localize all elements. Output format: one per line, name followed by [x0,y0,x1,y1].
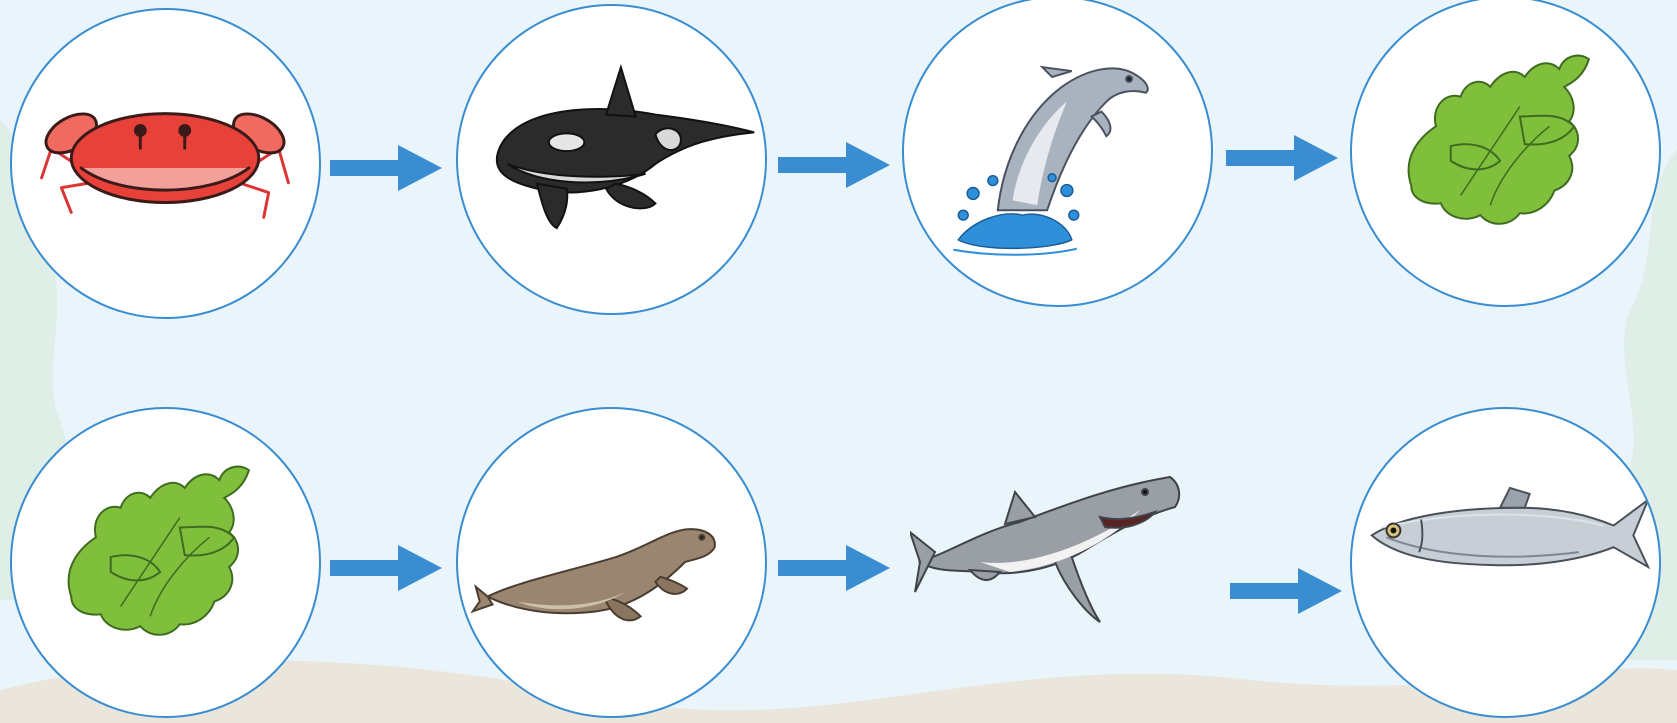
arrow-right-icon [778,140,890,190]
arrow-right-icon [330,543,442,593]
seaweed-icon [12,409,319,716]
dolphin-icon [904,0,1211,305]
crab-node [10,8,321,319]
arrow-right-icon [1226,133,1338,183]
arrow-right-icon [330,143,442,193]
arrow-right-icon [778,543,890,593]
orca-icon [458,6,765,313]
arrow-right-icon [1230,566,1342,616]
seal-node [456,407,767,718]
seaweed-icon [1352,0,1659,305]
seal-icon [458,409,765,716]
dolphin-node [902,0,1213,307]
crab-icon [12,10,319,317]
herring-node [1350,407,1661,718]
orca-node [456,4,767,315]
herring-icon [1352,409,1659,716]
seaweed-node [10,407,321,718]
seaweed-node [1350,0,1661,307]
shark-icon [910,462,1190,652]
